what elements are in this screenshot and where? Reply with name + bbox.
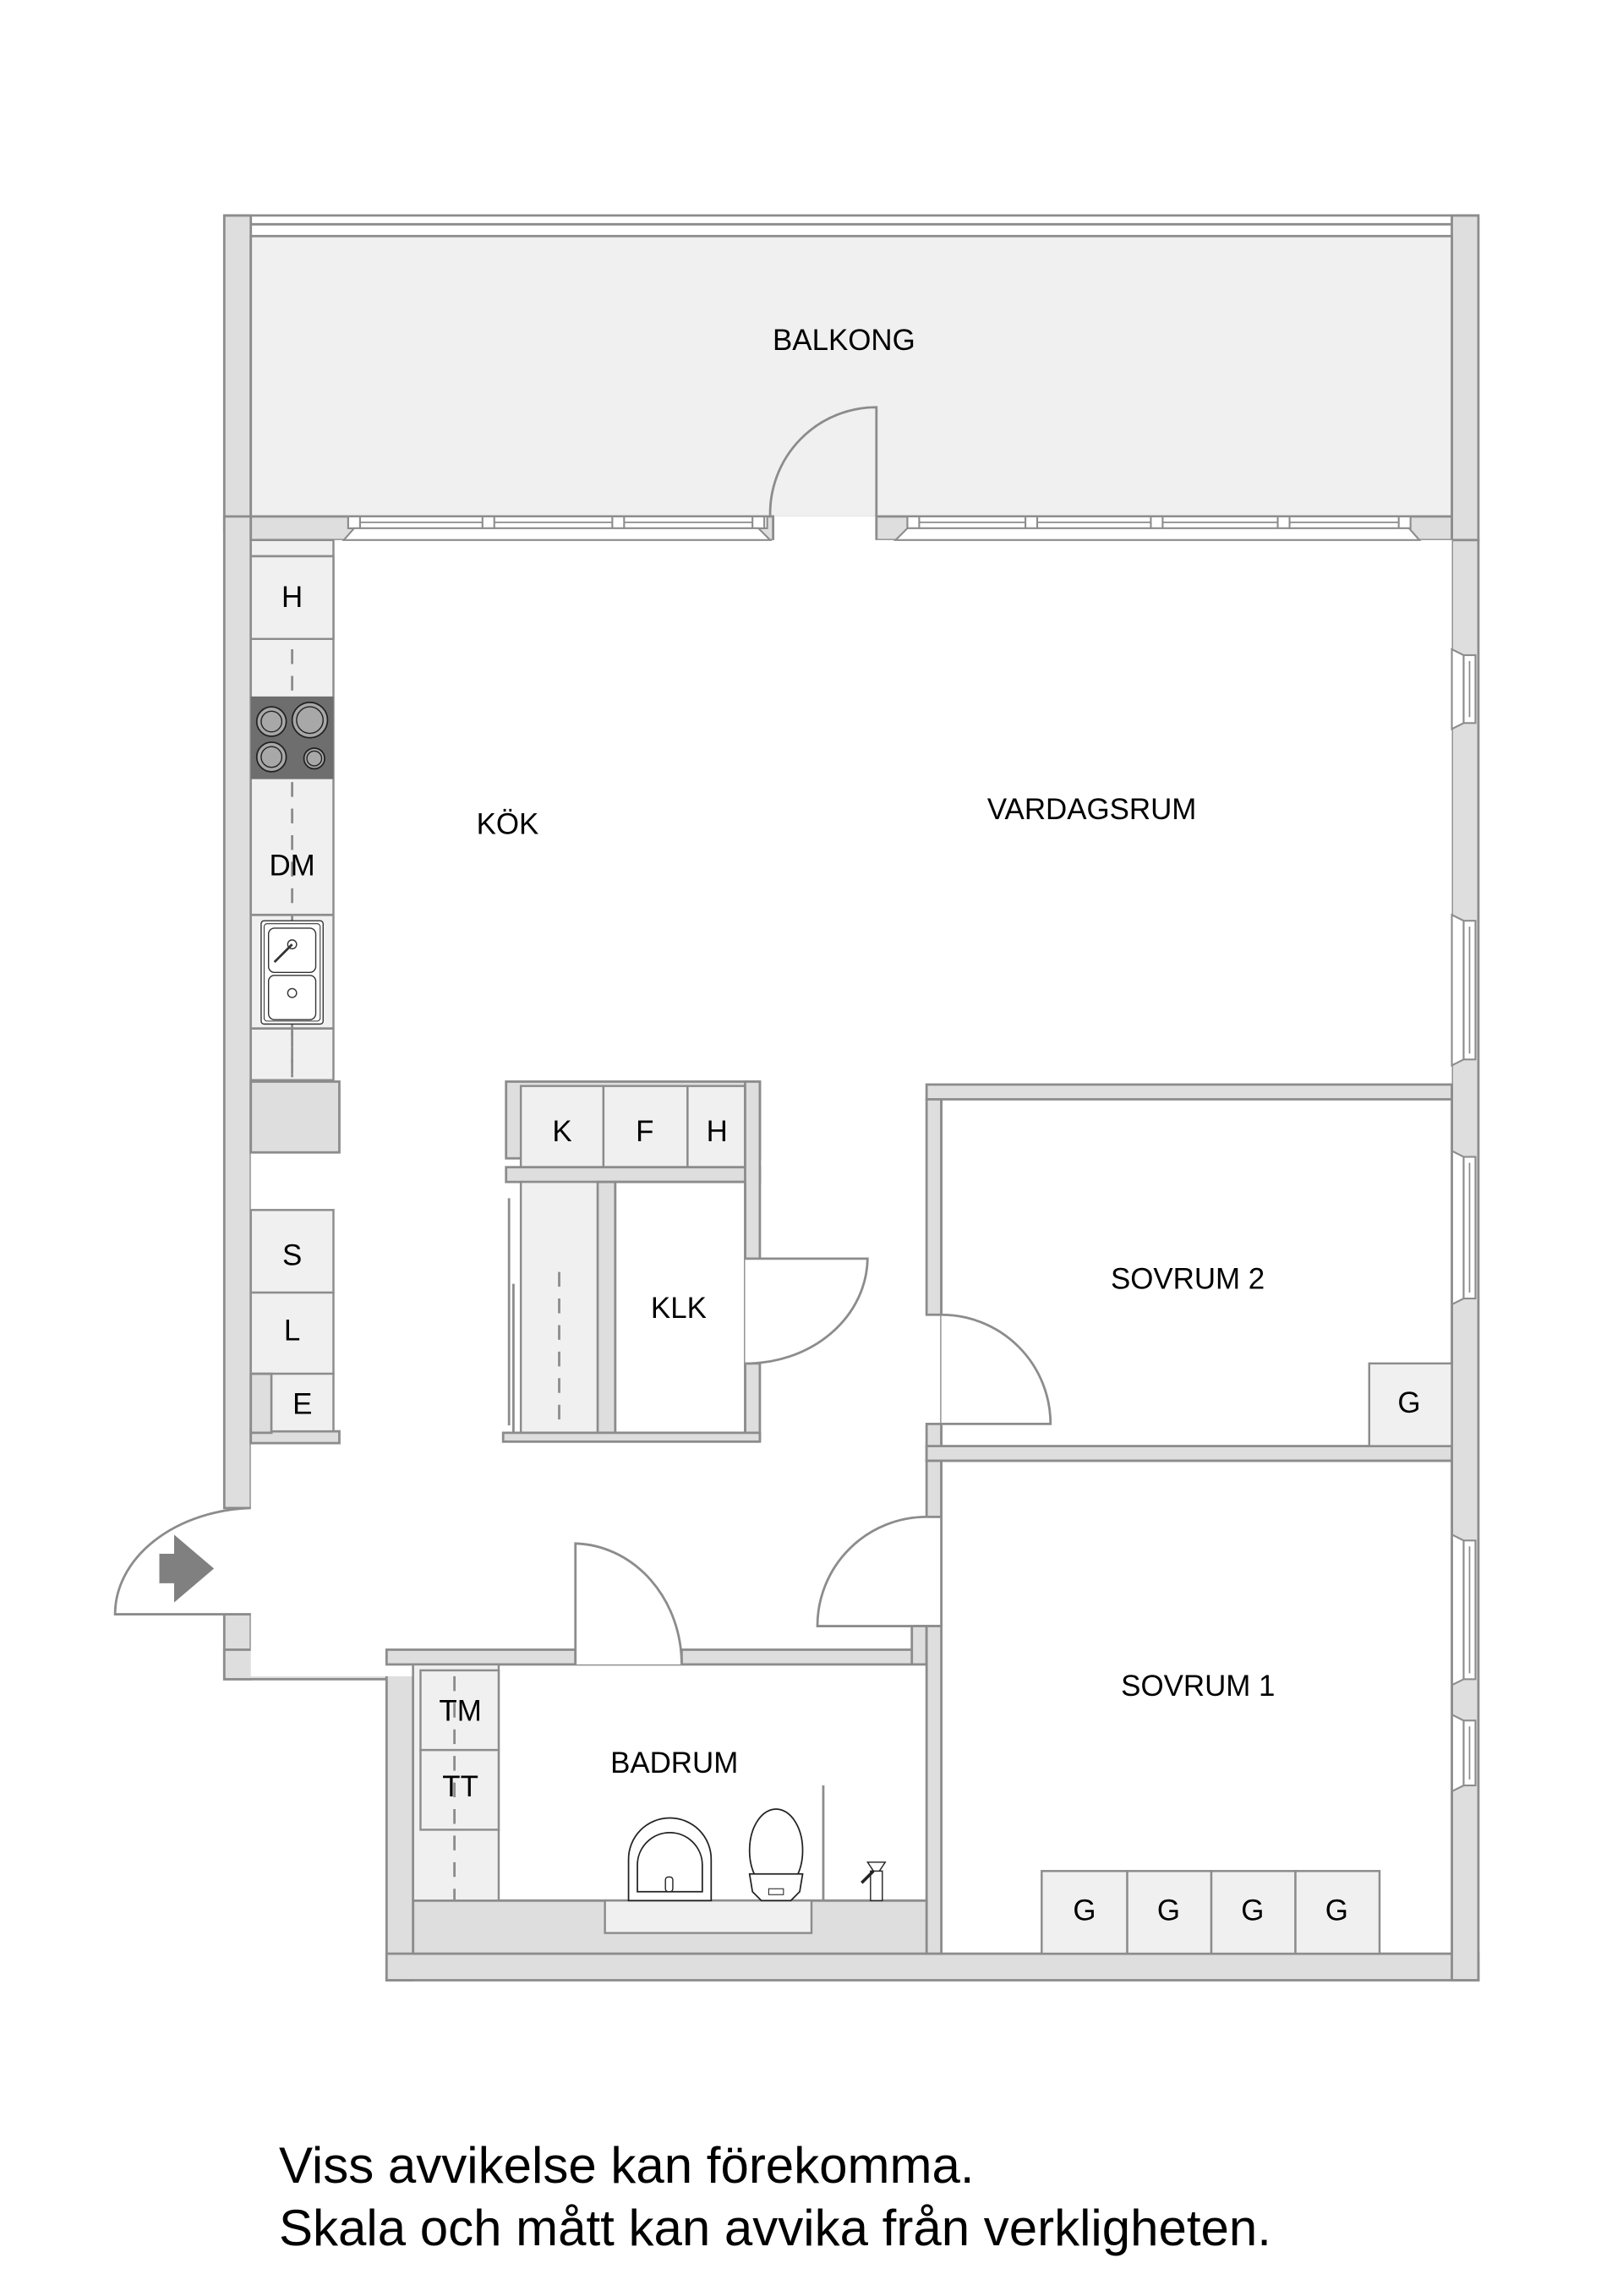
label-l: L (284, 1314, 300, 1347)
label-s: S (282, 1238, 302, 1271)
top-windows (342, 515, 1422, 541)
room-label-bedroom-2: SOVRUM 2 (1111, 1262, 1265, 1295)
balcony-door-swing (768, 406, 878, 517)
room-label-bedroom-1: SOVRUM 1 (1121, 1670, 1275, 1703)
bedroom-2 (925, 1083, 1453, 1462)
label-wardrobe: G (1073, 1894, 1096, 1927)
room-label-balcony: BALKONG (773, 324, 915, 357)
shower-icon (861, 1861, 887, 1901)
room-label-bathroom: BADRUM (610, 1747, 738, 1779)
label-k: K (552, 1115, 571, 1148)
disclaimer-line-1: Viss avvikelse kan förekomma. (279, 2137, 975, 2194)
label-e: E (292, 1388, 312, 1421)
pantry-block (501, 1080, 869, 1443)
bathroom (385, 1542, 943, 1955)
label-washer: TM (439, 1695, 481, 1728)
label-wardrobe: G (1325, 1894, 1348, 1927)
right-windows (1451, 648, 1477, 1793)
label-hood: H (281, 581, 303, 614)
label-h: H (707, 1115, 728, 1148)
label-wardrobe: G (1241, 1894, 1264, 1927)
bedroom-1 (816, 1459, 1453, 1955)
label-f: F (636, 1115, 653, 1148)
label-dryer: TT (442, 1770, 478, 1803)
balcony (222, 214, 1480, 542)
room-label-walk-in-closet: KLK (651, 1292, 707, 1325)
label-wardrobe-bedroom2: G (1397, 1386, 1420, 1419)
toilet-icon (748, 1808, 804, 1902)
label-dishwasher: DM (269, 850, 314, 883)
disclaimer-line-2: Skala och mått kan avvika från verklighe… (279, 2200, 1271, 2256)
entrance-door (113, 1506, 251, 1615)
kitchen-counter (249, 538, 335, 1081)
sink-icon (260, 920, 324, 1025)
room-label-living-room: VARDAGSRUM (987, 793, 1196, 826)
hall-cabinets (249, 1209, 335, 1435)
entrance-arrow-icon (159, 1534, 215, 1603)
label-wardrobe: G (1157, 1894, 1180, 1927)
disclaimer: Viss avvikelse kan förekomma. Skala och … (279, 2135, 1271, 2260)
washbasin-icon (627, 1817, 713, 1902)
room-label-kitchen: KÖK (477, 808, 539, 841)
